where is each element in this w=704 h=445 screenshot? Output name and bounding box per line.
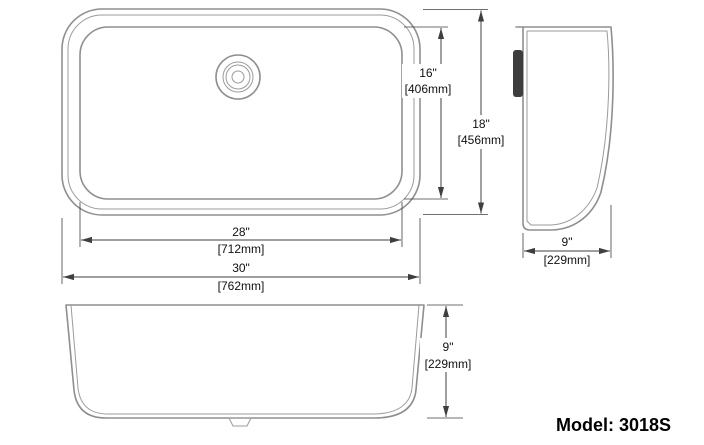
model-label: Model: 3018S: [556, 415, 671, 435]
dim-762mm-label: [762mm]: [218, 279, 265, 293]
dim-18in-label: 18": [472, 117, 490, 131]
drain-icon: [215, 54, 261, 100]
dim-30in-label: 30": [232, 261, 250, 275]
mounting-clip-icon: [513, 50, 523, 97]
sink-front-view: [65, 304, 425, 427]
sink-side-view: [513, 26, 614, 231]
dimension-front-depth: 9" [229mm]: [420, 304, 476, 419]
dim-712mm-label: [712mm]: [218, 242, 265, 256]
dim-229mm-side-label: [229mm]: [544, 253, 591, 267]
dimension-bowl-width: 28" [712mm]: [79, 202, 403, 256]
side-view-outer: [522, 26, 614, 231]
sink-bowl-edge: [79, 26, 403, 200]
side-view-inner: [526, 30, 610, 226]
dim-406mm-label: [406mm]: [405, 82, 452, 96]
dim-9in-side-label: 9": [562, 235, 573, 249]
sink-mid-rim: [67, 14, 415, 210]
dim-9in-front-label: 9": [443, 340, 454, 354]
dim-229mm-front-label: [229mm]: [425, 357, 472, 371]
dim-16in-label: 16": [419, 66, 437, 80]
dim-456mm-label: [456mm]: [458, 133, 505, 147]
front-view-inner: [70, 304, 420, 415]
dimension-overall-length: 18" [456mm]: [423, 9, 508, 215]
dim-28in-label: 28": [232, 225, 250, 239]
sink-top-view: [61, 8, 421, 216]
sink-outer-rim: [61, 8, 421, 216]
front-drain-icon: [228, 417, 252, 427]
front-view-outer: [65, 304, 425, 419]
dimension-bowl-length: 16" [406mm]: [402, 26, 454, 200]
dimension-side-width: 9" [229mm]: [522, 205, 612, 267]
dimension-overall-width: 30" [762mm]: [61, 218, 421, 293]
